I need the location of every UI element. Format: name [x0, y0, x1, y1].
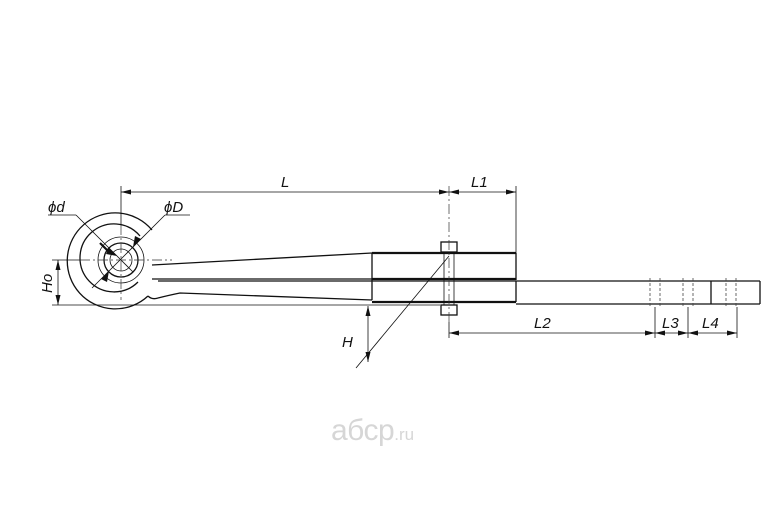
- label-L3: L3: [662, 315, 679, 332]
- center-bolt: [440, 186, 458, 322]
- diameter-leader-D: [91, 214, 190, 289]
- label-L: L: [281, 174, 289, 191]
- label-L4: L4: [702, 315, 719, 332]
- spring-eye: [66, 212, 159, 310]
- label-L1: L1: [471, 174, 488, 191]
- spring-leaves: [151, 251, 761, 305]
- dimension-H: [355, 255, 450, 369]
- label-d: ϕd: [48, 199, 65, 216]
- dimension-Ho: [52, 259, 440, 306]
- label-D: ϕD: [164, 199, 183, 216]
- label-H: H: [342, 334, 353, 351]
- dimension-L1: [449, 186, 517, 253]
- watermark-tld: .ru: [394, 425, 415, 444]
- label-L2: L2: [534, 315, 551, 332]
- dimension-L2-L3-L4: [448, 307, 738, 338]
- dimension-L: [120, 186, 449, 225]
- label-Ho: Ho: [39, 274, 56, 293]
- diameter-leader-d: [48, 214, 134, 273]
- leaf-hidden-holes: [649, 278, 737, 307]
- watermark-name: абср: [331, 414, 395, 447]
- abcp-watermark-logo: абср.ru: [331, 414, 414, 448]
